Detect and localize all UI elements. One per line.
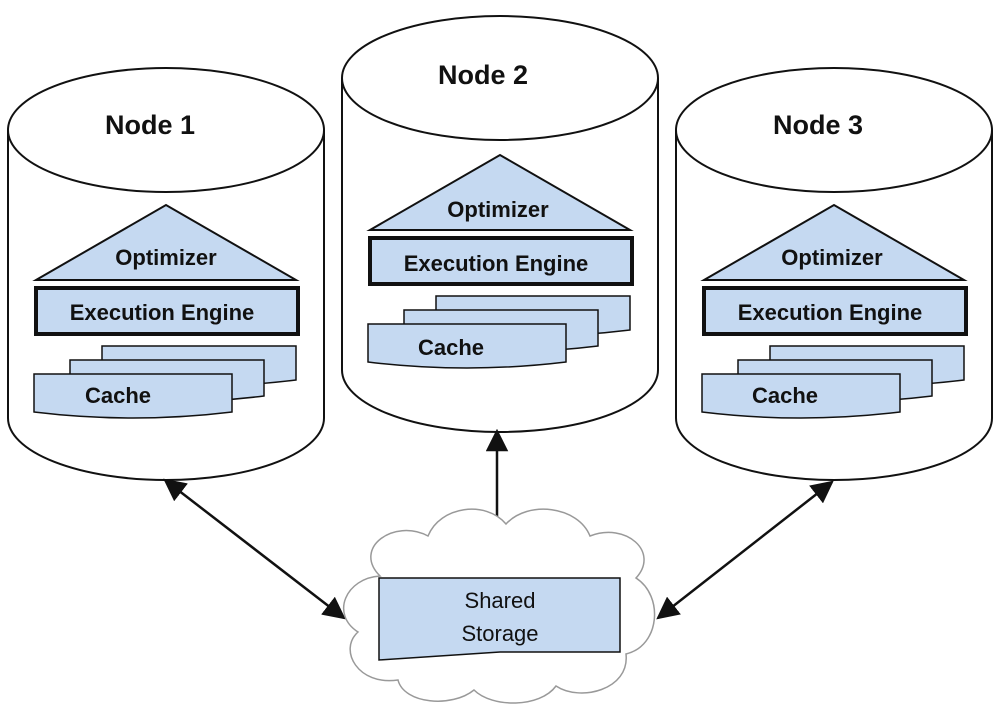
node-2-cylinder-rim [341, 77, 659, 141]
node-3-execution-engine-label: Execution Engine [738, 300, 923, 325]
node-3-cylinder-rim [675, 129, 993, 193]
shared-storage: Shared Storage [342, 508, 656, 704]
node-3-execution-engine-box [702, 286, 968, 336]
shared-storage-label-line1: Shared [465, 588, 536, 613]
node-2-cache-stack [367, 295, 631, 369]
shared-storage-label-line2: Storage [461, 621, 538, 646]
node-2: Node 2 Optimizer Execution Engine Cache [341, 15, 659, 433]
arrow-node-3-storage [656, 480, 834, 620]
node-1-cylinder-rim [7, 129, 325, 193]
node-3-optimizer-label: Optimizer [781, 245, 883, 270]
node-2-cache-sheet-front [367, 323, 567, 369]
node-3-cache-sheet-front [701, 373, 901, 419]
node-3-title: Node 3 [773, 110, 863, 140]
node-3: Node 3 Optimizer Execution Engine Cache [675, 67, 993, 481]
node-1-optimizer-label: Optimizer [115, 245, 217, 270]
node-1-optimizer-triangle [32, 203, 300, 281]
node-1-cache-sheet-front [33, 373, 233, 419]
node-2-optimizer-triangle [366, 153, 634, 231]
node-1-execution-engine-label: Execution Engine [70, 300, 255, 325]
node-3-cache-label: Cache [752, 383, 818, 408]
node-1-cache-stack [33, 345, 297, 419]
node-3-optimizer-triangle [700, 203, 968, 281]
node-2-cache-label: Cache [418, 335, 484, 360]
node-2-execution-engine-box [368, 236, 634, 286]
node-3-cache-stack [701, 345, 965, 419]
node-2-title: Node 2 [438, 60, 528, 90]
node-1-execution-engine-box [34, 286, 300, 336]
shared-storage-box [378, 577, 621, 661]
arrow-node-1-storage [163, 478, 346, 620]
node-1-cache-label: Cache [85, 383, 151, 408]
node-1: Node 1 Optimizer Execution Engine Cache [7, 67, 325, 481]
node-1-title: Node 1 [105, 110, 195, 140]
node-2-execution-engine-label: Execution Engine [404, 251, 589, 276]
node-2-optimizer-label: Optimizer [447, 197, 549, 222]
